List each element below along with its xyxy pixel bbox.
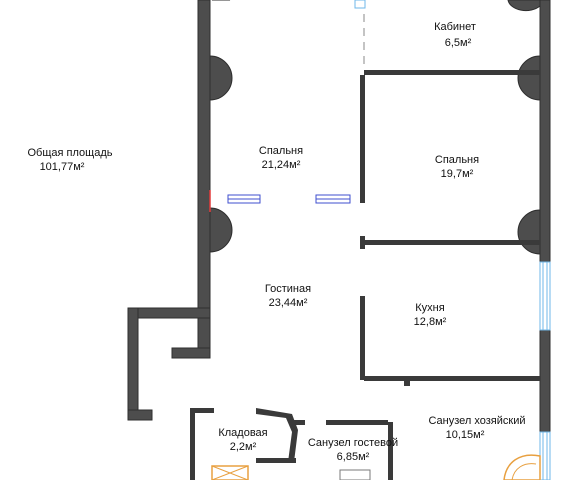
washbasin-icon (339, 469, 371, 480)
room-gostinaya-area: 23,44м² (269, 297, 308, 309)
sliding-door (209, 190, 351, 212)
labels: Общая площадь 101,77м² Кабинет 6,5м² Спа… (28, 21, 526, 463)
room-kladovaya-area: 2,2м² (230, 441, 257, 453)
bathtub-icon (503, 454, 541, 480)
room-spalnya-2-area: 19,7м² (441, 168, 474, 180)
summary-title: Общая площадь (28, 147, 113, 159)
interior-partitions (190, 70, 540, 480)
room-gostinaya-name: Гостиная (265, 283, 311, 295)
room-kuhnya-area: 12,8м² (414, 316, 447, 328)
room-kabinet-area: 6,5м² (445, 37, 472, 49)
room-spalnya-1-area: 21,24м² (262, 159, 301, 171)
room-kladovaya-name: Кладовая (218, 427, 267, 439)
column-pillar-icon (209, 0, 541, 255)
summary-value: 101,77м² (40, 161, 85, 173)
room-sanuzel-gostevoy-area: 6,85м² (337, 451, 370, 463)
room-sanuzel-hozyaysky-name: Санузел хозяйский (428, 415, 525, 427)
room-spalnya-2-name: Спальня (435, 154, 479, 166)
room-kabinet-name: Кабинет (434, 21, 476, 33)
room-sanuzel-gostevoy-name: Санузел гостевой (308, 437, 398, 449)
shower-tray-icon (211, 465, 249, 480)
room-kuhnya-name: Кухня (415, 302, 444, 314)
room-spalnya-1-name: Спальня (259, 145, 303, 157)
room-sanuzel-hozyaysky-area: 10,15м² (446, 429, 485, 441)
exterior-walls (127, 0, 551, 433)
